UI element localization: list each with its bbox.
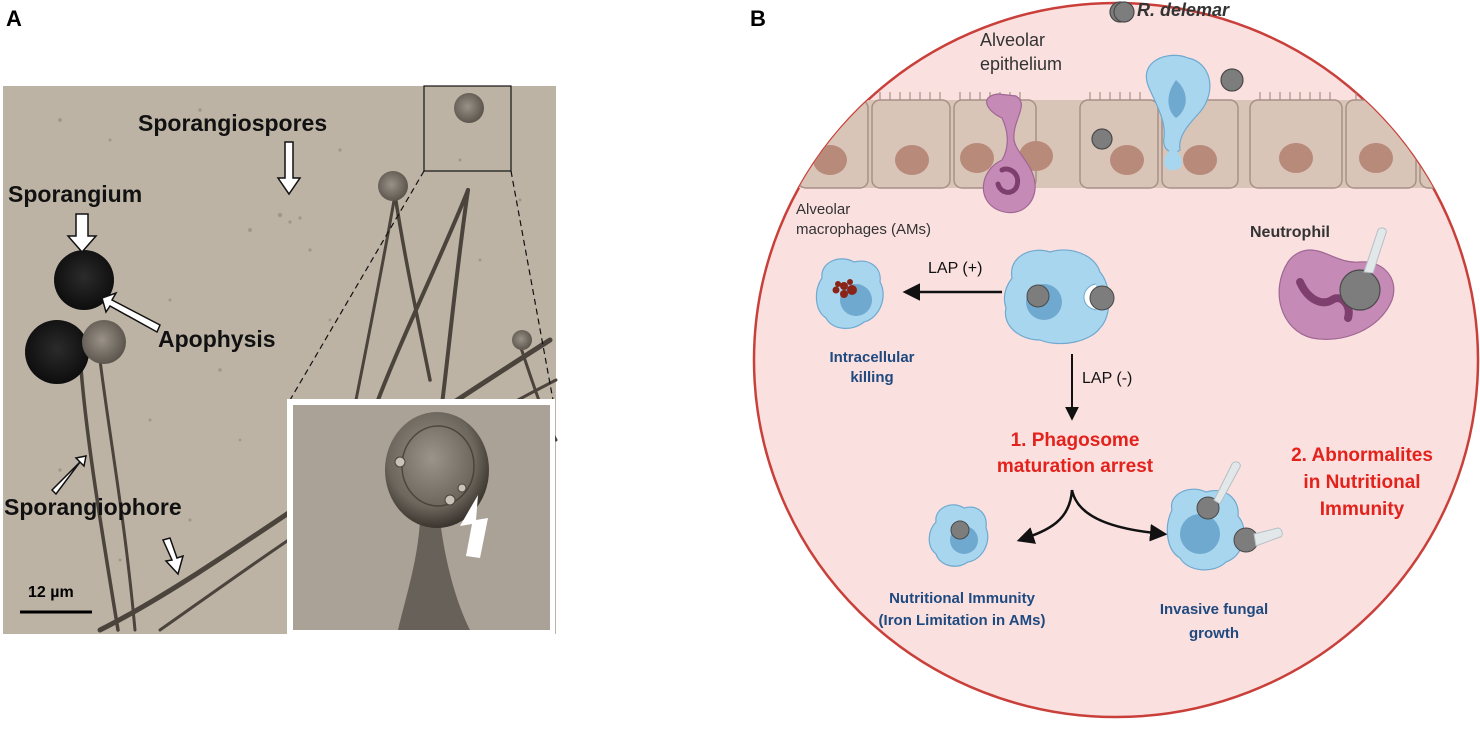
- outline-arrows: [50, 141, 302, 576]
- invasive-macrophage-nucleus: [1180, 514, 1220, 554]
- neutrophil-nucleus-small: [995, 166, 1020, 195]
- invasive-hypha-1: [1213, 461, 1241, 505]
- infographic: [752, 1, 1480, 719]
- panel-a: A: [0, 0, 560, 730]
- central-macrophage-spore: [1026, 284, 1050, 308]
- panel-b-letter: B: [750, 6, 766, 31]
- sporangium-small-2: [454, 93, 484, 123]
- panel-a-letter: A: [6, 6, 22, 31]
- label-nutritional-immunity: Nutritional Immunity (Iron Limitation in…: [878, 590, 1046, 629]
- white-arrow-icon: [460, 495, 488, 558]
- label-alveolar-macrophages: Alveolar macrophages (AMs): [796, 201, 932, 238]
- label-phagosome-arrest: 1. Phagosome maturation arrest: [996, 430, 1154, 477]
- invasive-macrophage-spore-2: [1233, 527, 1259, 553]
- debris-speckles: [28, 108, 522, 592]
- micrograph: [3, 85, 558, 635]
- neutrophil-hypha: [1363, 227, 1387, 274]
- zoom-line-left: [289, 170, 425, 401]
- label-sporangiophore: Sporangiophore: [4, 494, 182, 520]
- arrow-to-invasive-growth: [1070, 489, 1168, 542]
- label-sporangiospores: Sporangiospores: [138, 110, 328, 136]
- arrow-hypha-icon: [161, 537, 185, 576]
- zoom-line-right: [510, 170, 554, 401]
- label-invasive-growth: Invasive fungal growth: [1159, 601, 1269, 642]
- inset-spores: [394, 456, 467, 506]
- sporangium-small-3: [512, 330, 532, 350]
- label-abnormalities: 2. Abnormalites in Nutritional Immunity: [1291, 445, 1433, 520]
- panel-b: B: [740, 0, 1480, 730]
- legend-spore-icon: [1113, 1, 1135, 23]
- inset-sporangium: [385, 412, 489, 528]
- label-scale: 12 µm: [28, 584, 74, 601]
- arrow-sporangiospores-icon: [276, 141, 302, 196]
- label-epithelium: Alveolar epithelium: [980, 30, 1063, 74]
- arrow-sporangiophore-icon: [50, 455, 87, 496]
- nutritional-macrophage-spore: [950, 520, 970, 540]
- label-sporangium: Sporangium: [8, 181, 143, 207]
- epithelial-macrophage-tail: [1164, 150, 1182, 171]
- central-macrophage-spore-outer: [1089, 285, 1115, 311]
- arrow-sporangium-icon: [66, 213, 98, 254]
- label-lap-positive: LAP (+): [928, 260, 983, 277]
- arrow-to-nutritional-immunity: [1016, 489, 1074, 544]
- invasive-macrophage-spore-1: [1196, 496, 1220, 520]
- sporangium-dark-2: [25, 320, 89, 384]
- label-lap-negative: LAP (-): [1082, 370, 1133, 387]
- digested-fungus: [832, 279, 857, 298]
- epithelial-macrophage-nucleus: [1168, 80, 1186, 118]
- label-intracellular-killing: Intracellular killing: [829, 349, 915, 386]
- label-apophysis: Apophysis: [158, 326, 276, 352]
- neutrophil-spore: [1339, 269, 1381, 311]
- label-pathogen: R. delemar: [1137, 0, 1230, 20]
- zoom-box: [423, 85, 512, 172]
- sporangium-small-1: [378, 171, 408, 201]
- sporangium-grey-1: [82, 320, 126, 364]
- label-neutrophil: Neutrophil: [1250, 224, 1330, 241]
- alveolar-epithelium: [754, 92, 1478, 189]
- sporangium-dark-1: [54, 250, 114, 310]
- invasive-hypha-2: [1253, 527, 1283, 547]
- inset-stalk: [398, 520, 470, 630]
- neutrophil-nucleus: [1296, 278, 1353, 322]
- arrow-apophysis-icon: [101, 291, 161, 334]
